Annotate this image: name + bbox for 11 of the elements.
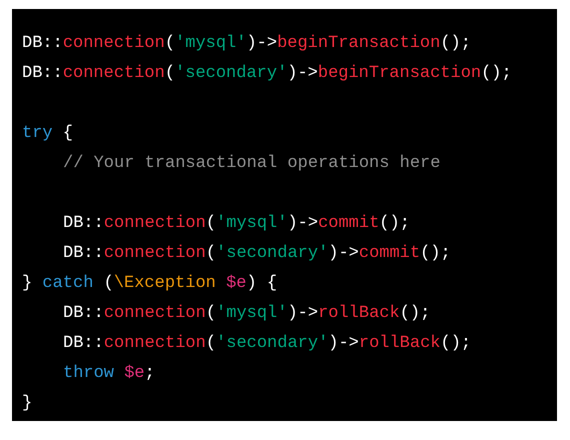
code-line: DB::connection('secondary')->commit();: [63, 243, 451, 265]
code-line: try {: [22, 123, 74, 145]
code-line: } catch (\Exception $e) {: [22, 273, 278, 295]
code-line: DB::connection('mysql')->commit();: [63, 213, 410, 235]
code-line: DB::connection('secondary')->beginTransaction();: [22, 63, 512, 85]
code-line: throw $e;: [63, 363, 155, 385]
code-line: DB::connection('secondary')->rollBack();: [63, 333, 472, 355]
code-line: DB::connection('mysql')->rollBack();: [63, 303, 430, 325]
code-line: }: [22, 393, 32, 415]
code-line: DB::connection('mysql')->beginTransaction();: [22, 33, 471, 55]
code-line: // Your transactional operations here: [63, 153, 440, 175]
